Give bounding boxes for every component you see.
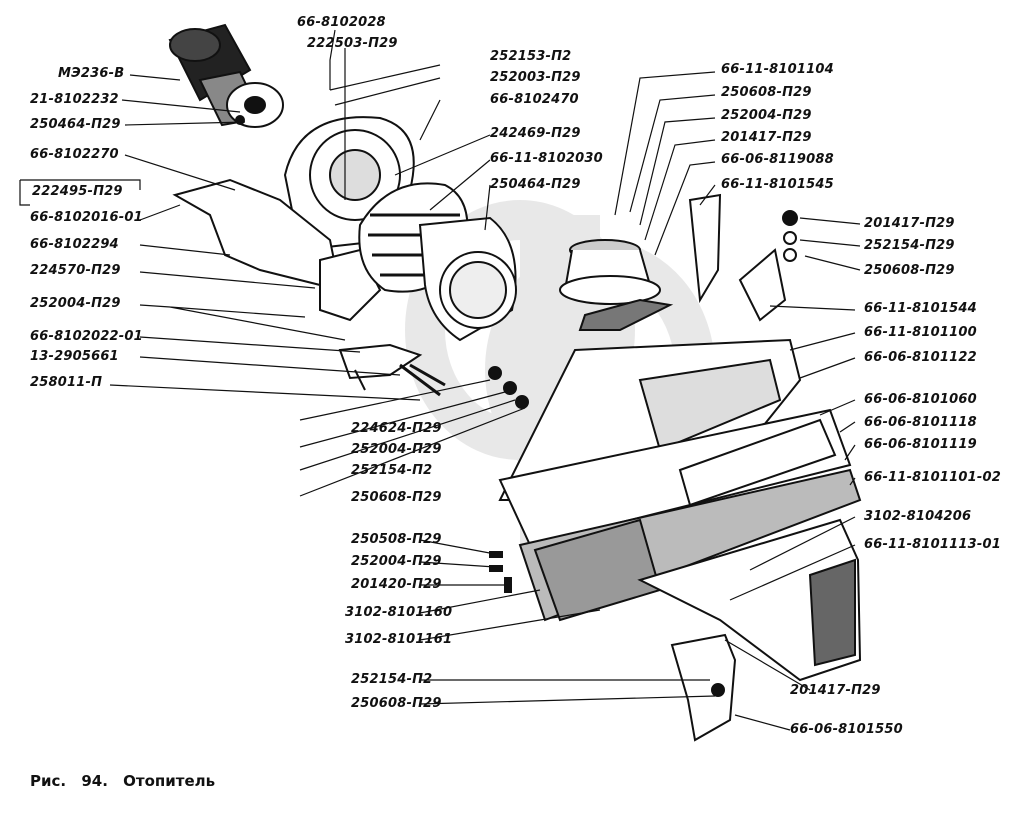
part-label: 66-11-8101100: [864, 325, 977, 340]
flap-bracket-illustration: [688, 193, 798, 322]
part-label: 252004-П29: [351, 554, 442, 569]
nozzle-illustration: [559, 239, 674, 331]
radiator-core-illustration: [518, 468, 862, 622]
part-label: 3102-8104206: [864, 509, 972, 524]
part-label: 66-11-8101544: [864, 301, 977, 316]
part-label: 250608-П29: [351, 490, 442, 505]
part-label: 250608-П29: [351, 696, 442, 711]
caption-number: 94.: [81, 772, 108, 790]
part-label: 252004-П29: [721, 108, 812, 123]
part-label: 201417-П29: [790, 683, 881, 698]
washers-illustration: [489, 551, 512, 593]
part-label: 258011-П: [30, 375, 103, 390]
caption-title: Отопитель: [123, 772, 216, 790]
leader-lines: [19, 29, 861, 731]
part-label: 66-8102470: [490, 92, 579, 107]
heater-box-illustration: [498, 338, 852, 547]
part-label: 66-11-8101545: [721, 177, 834, 192]
part-label: 66-06-8101060: [864, 392, 977, 407]
part-label: 3102-8101160: [345, 605, 453, 620]
part-label: 66-06-8101119: [864, 437, 977, 452]
part-label: 66-06-8101118: [864, 415, 977, 430]
part-label: 250608-П29: [864, 263, 955, 278]
part-label: 250508-П29: [351, 532, 442, 547]
housing-ring-illustration: [418, 216, 517, 342]
part-label: 66-11-8101104: [721, 62, 834, 77]
bottom-bracket-illustration: [670, 633, 737, 742]
part-label: 252003-П29: [490, 70, 581, 85]
part-label: 66-11-8101101-02: [864, 470, 1001, 485]
motor-illustration: [168, 23, 284, 128]
part-label: 13-2905661: [30, 349, 119, 364]
outlet-duct-illustration: [637, 518, 862, 682]
bracket-illustration: [338, 343, 529, 409]
part-label: 224570-П29: [30, 263, 121, 278]
part-label: 66-8102016-01: [30, 210, 143, 225]
caption-prefix: Рис.: [30, 772, 67, 790]
part-label: 201417-П29: [721, 130, 812, 145]
part-label: 250464-П29: [490, 177, 581, 192]
part-label: 201420-П29: [351, 577, 442, 592]
part-label: 242469-П29: [490, 126, 581, 141]
part-label: 252154-П2: [351, 672, 433, 687]
part-label: 252153-П2: [490, 49, 572, 64]
part-label: 201417-П29: [864, 216, 955, 231]
part-label: 250608-П29: [721, 85, 812, 100]
part-label: 66-06-8101122: [864, 350, 977, 365]
part-label: 66-06-8101550: [790, 722, 903, 737]
part-label: 66-06-8119088: [721, 152, 834, 167]
part-label: 66-8102028: [297, 15, 386, 30]
part-label: МЭ236-В: [58, 66, 125, 81]
part-label: 66-8102294: [30, 237, 119, 252]
part-label: 21-8102232: [30, 92, 119, 107]
part-label: 252154-П2: [351, 463, 433, 478]
figure-caption: Рис. 94. Отопитель: [30, 772, 225, 790]
part-label: 3102-8101161: [345, 632, 453, 647]
part-label: 222503-П29: [307, 36, 398, 51]
part-label: 250464-П29: [30, 117, 121, 132]
part-label: 224624-П29: [351, 421, 442, 436]
part-label: 66-11-8102030: [490, 151, 603, 166]
part-label: 222495-П29: [32, 184, 123, 199]
part-label: 252004-П29: [30, 296, 121, 311]
part-label: 66-8102022-01: [30, 329, 143, 344]
part-label: 66-8102270: [30, 147, 119, 162]
part-label: 252004-П29: [351, 442, 442, 457]
part-label: 252154-П29: [864, 238, 955, 253]
part-label: 66-11-8101113-01: [864, 537, 1001, 552]
